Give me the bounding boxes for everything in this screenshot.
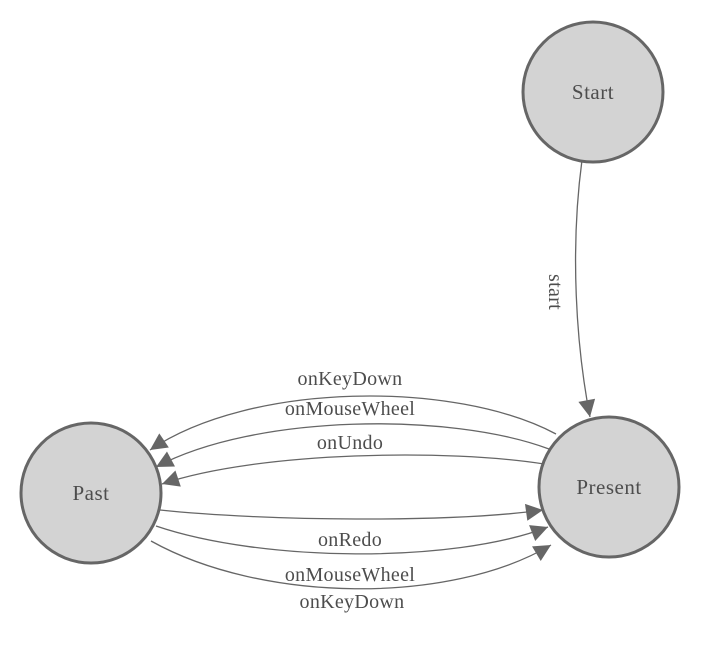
edge-label-start: start [544,274,566,310]
node-present-circle [537,415,681,559]
edge-present-to-past-onundo [161,454,545,487]
node-label-past: Past [72,481,109,505]
node-label-present: Present [576,475,641,499]
edge-label-onredo: onRedo [318,529,382,551]
edge-present-to-past-onkeydown [149,395,557,451]
edge-label-onkeydown-bottom: onKeyDown [300,591,405,613]
node-label-start: Start [572,80,614,104]
edge-label-onmousewheel-bottom: onMouseWheel [285,564,415,586]
edge-past-to-present-onkeydown [150,540,552,590]
edge-label-onundo: onUndo [317,432,383,454]
edge-start-to-present [574,159,596,418]
node-past: Past [19,421,163,565]
node-start-circle [521,20,665,164]
edge-present-to-past-onmousewheel [155,423,550,468]
edge-label-onkeydown-top: onKeyDown [298,368,403,390]
edge-past-to-present-onmousewheel [155,525,549,555]
node-past-circle [19,421,163,565]
node-start: Start [521,20,665,164]
edge-label-onmousewheel-top: onMouseWheel [285,398,415,420]
edge-past-to-present-onredo [159,503,544,521]
node-present: Present [537,415,681,559]
